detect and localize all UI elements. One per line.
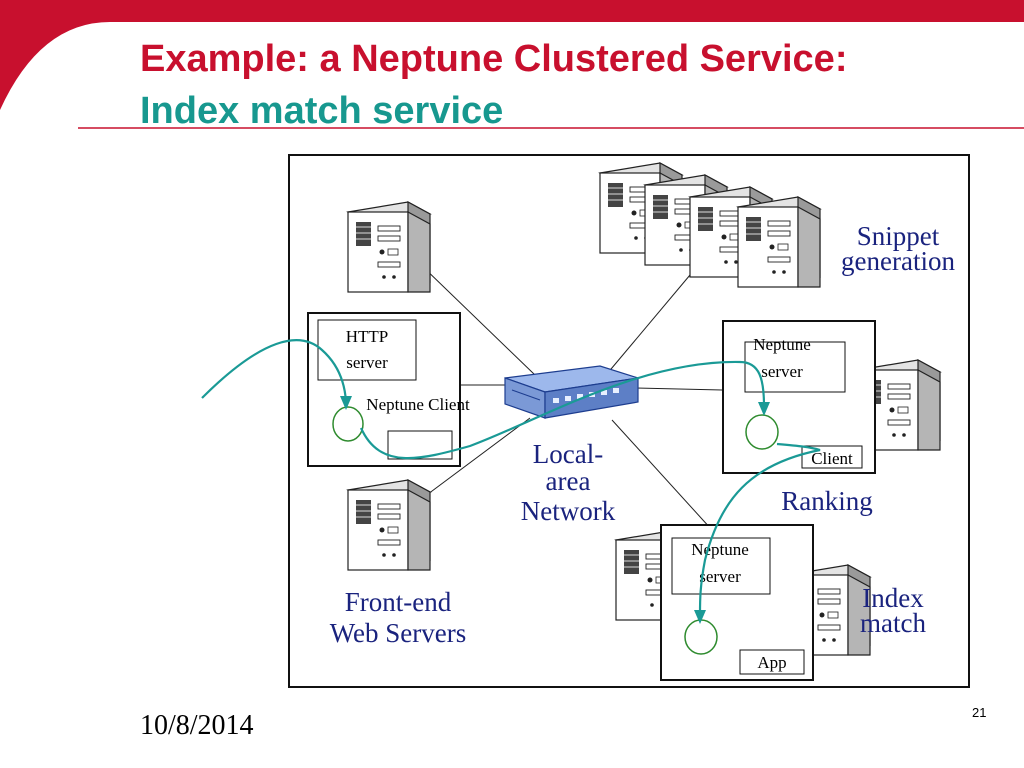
server-tower-icon [347, 479, 431, 571]
frontend-host-box: HTTP server Neptune Client [307, 312, 470, 467]
index-label-line2: match [860, 608, 926, 638]
http-server-label-line1: HTTP [346, 327, 389, 346]
snippet-label-line1: Snippet [857, 221, 940, 251]
client-port-box [387, 430, 453, 460]
index-host-box: Neptune server App [660, 524, 814, 681]
slide-title-line1: Example: a Neptune Clustered Service: [140, 38, 848, 80]
header-decoration [0, 0, 1024, 129]
slide-page-number: 21 [972, 705, 987, 720]
server-tower-icon [737, 196, 821, 288]
lan-label-line3: Network [521, 496, 616, 526]
server-tower-icon [347, 201, 431, 293]
frontend-label-line2: Web Servers [330, 618, 467, 648]
index-match-label: Index match [860, 583, 926, 638]
lan-label-line2: area [546, 466, 591, 496]
index-label-line1: Index [862, 583, 924, 613]
client-endpoint [332, 406, 364, 442]
client-label: Client [811, 449, 853, 468]
index-server-label-line1: Neptune [691, 540, 749, 559]
snippet-label-line2: generation [841, 246, 955, 276]
http-server-label-line2: server [346, 353, 388, 372]
request-flow [201, 339, 821, 624]
neptune-client-label: Neptune Client [366, 395, 470, 414]
app-box [739, 649, 805, 675]
snippet-label: Snippet generation [841, 221, 955, 276]
index-server-label-line2: server [699, 567, 741, 586]
ranking-label: Ranking [781, 486, 873, 516]
slide-date: 10/8/2014 [140, 710, 254, 741]
index-neptune-server-box [671, 537, 771, 595]
ranking-server-label-line1: Neptune [753, 335, 811, 354]
ranking-host-box: Neptune server Client [722, 320, 876, 474]
http-server-box [317, 319, 417, 381]
ranking-server-label-line2: server [761, 362, 803, 381]
frontend-label-line1: Front-end [345, 587, 452, 617]
index-endpoint [684, 619, 718, 655]
app-label: App [757, 653, 786, 672]
slide-title-line2: Index match service [140, 90, 504, 132]
ranking-endpoint [745, 414, 779, 450]
frontend-label: Front-end Web Servers [330, 587, 467, 648]
lan-label: Local- area Network [521, 439, 616, 526]
lan-label-line1: Local- [533, 439, 603, 469]
network-links [417, 261, 723, 531]
